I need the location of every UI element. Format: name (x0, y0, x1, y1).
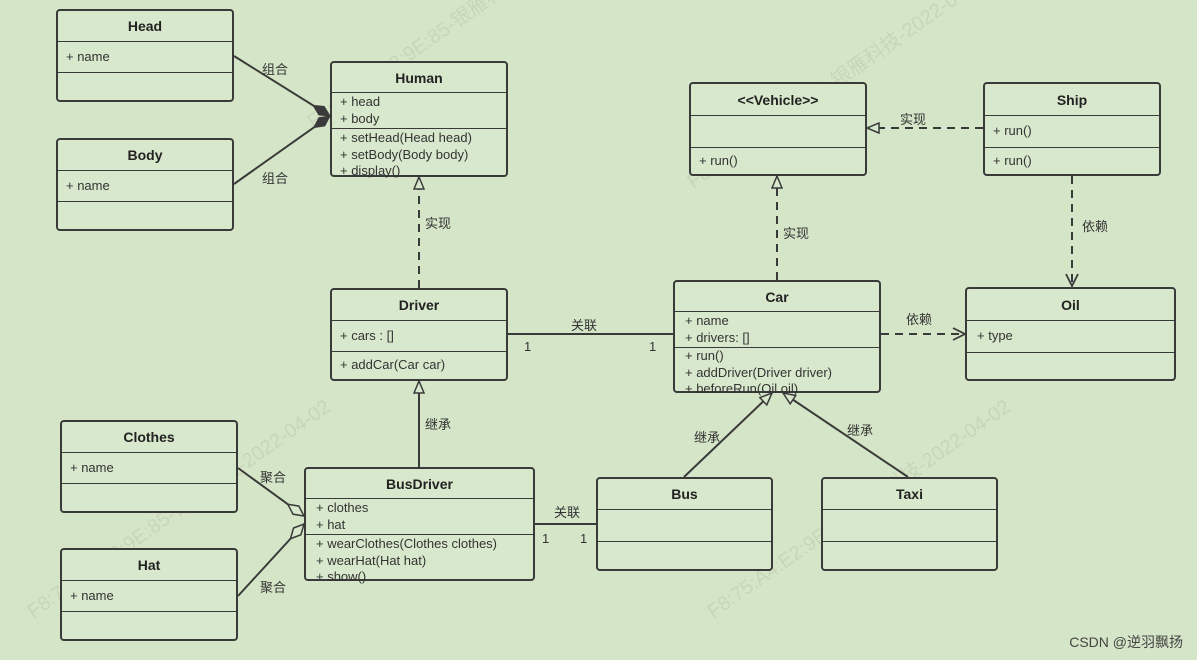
class-ship: Ship + run() + run() (983, 82, 1161, 176)
relation-label: 实现 (900, 112, 927, 127)
interface-vehicle: <<Vehicle>> + run() (689, 82, 867, 176)
class-bus: Bus (596, 477, 773, 571)
class-title: Hat (62, 550, 236, 581)
relation-label: 聚合 (260, 580, 287, 595)
class-head: Head + name (56, 9, 234, 102)
class-title: Body (58, 140, 232, 171)
relation-label: 组合 (262, 62, 289, 77)
head-human-composition-line (233, 55, 330, 117)
class-title: <<Vehicle>> (691, 84, 865, 116)
method: + wearClothes(Clothes clothes) (316, 536, 497, 551)
method: + addDriver(Driver driver) (685, 364, 832, 380)
method: + wearHat(Hat hat) (316, 552, 427, 568)
multiplicity-label: 1 (580, 531, 588, 546)
class-driver: Driver + cars : [] + addCar(Car car) (330, 288, 508, 381)
relation-label: 实现 (425, 216, 452, 231)
relation-label: 继承 (694, 430, 721, 445)
attribute: + name (66, 178, 110, 193)
relation-label: 继承 (425, 417, 452, 432)
class-title: Taxi (823, 479, 996, 510)
method: + run() (993, 153, 1032, 168)
attribute: + name (70, 460, 114, 475)
relation-label: 依赖 (906, 312, 933, 327)
class-busdriver: BusDriver + clothes + hat + wearClothes(… (304, 467, 535, 584)
method: + run() (685, 348, 724, 363)
method: + setHead(Head head) (340, 130, 472, 145)
bus-car-inheritance-line (683, 393, 772, 478)
attribute: + run() (993, 123, 1032, 138)
clothes-busdriver-aggregation-line (237, 467, 304, 516)
relation-label: 组合 (262, 171, 289, 186)
body-human-composition-line (233, 115, 330, 185)
class-hat: Hat + name (60, 548, 238, 641)
attribute: + head (340, 94, 381, 109)
method: + setBody(Body body) (340, 146, 469, 162)
attribute: + name (66, 49, 110, 64)
class-human: Human + head + body + setHead(Head head)… (330, 61, 508, 178)
multiplicity-label: 1 (524, 339, 532, 354)
relation-label: 依赖 (1082, 219, 1109, 234)
hat-busdriver-aggregation-line (237, 524, 304, 597)
multiplicity-label: 1 (649, 339, 657, 354)
class-car: Car + name + drivers: [] + run() + addDr… (673, 280, 881, 396)
attribute: + name (70, 588, 114, 603)
relation-label: 实现 (783, 226, 810, 241)
relation-label: 关联 (571, 318, 598, 333)
method: + show() (316, 569, 367, 584)
class-title: BusDriver (306, 469, 533, 499)
attribute: + drivers: [] (685, 329, 750, 345)
class-title: Clothes (62, 422, 236, 453)
class-taxi: Taxi (821, 477, 998, 571)
method: + display() (340, 163, 401, 178)
credit-text: CSDN @逆羽飘扬 (1069, 634, 1183, 650)
method: + addCar(Car car) (340, 357, 446, 372)
taxi-car-inheritance-line (783, 393, 909, 478)
multiplicity-label: 1 (542, 531, 550, 546)
class-body: Body + name (56, 138, 234, 231)
relation-label: 关联 (554, 505, 581, 520)
method: + beforeRun(Oil oil) (685, 381, 799, 396)
attribute: + cars : [] (340, 328, 394, 343)
class-title: Oil (967, 289, 1174, 321)
class-clothes: Clothes + name (60, 420, 238, 513)
attribute: + body (340, 110, 380, 126)
relation-label: 继承 (847, 423, 874, 438)
attribute: + hat (316, 516, 346, 532)
class-title: Driver (332, 290, 506, 321)
attribute: + name (685, 313, 729, 328)
class-oil: Oil + type (965, 287, 1176, 381)
attribute: + type (977, 328, 1013, 343)
method: + run() (699, 153, 738, 168)
attribute: + clothes (316, 500, 369, 515)
class-title: Head (58, 11, 232, 42)
class-title: Human (332, 63, 506, 93)
class-title: Ship (985, 84, 1159, 116)
relation-label: 聚合 (260, 470, 287, 485)
class-title: Bus (598, 479, 771, 510)
class-title: Car (675, 282, 879, 312)
